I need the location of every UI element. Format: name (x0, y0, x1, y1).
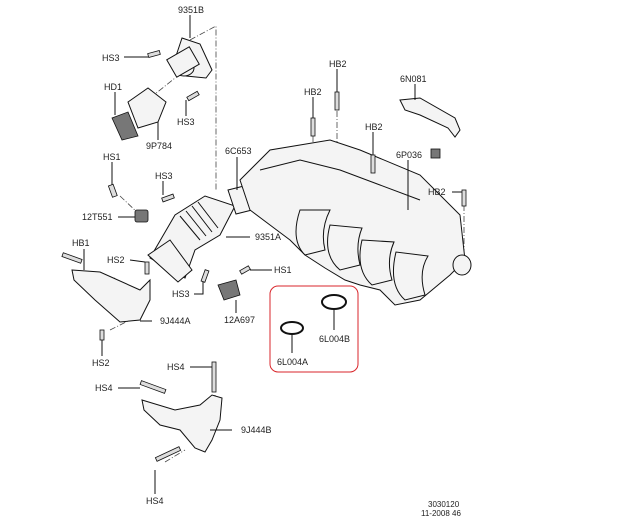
bolt-hs1-left[interactable] (107, 183, 118, 198)
part-intake-manifold[interactable] (239, 139, 472, 306)
label-6L004B: 6L004B (319, 334, 350, 344)
drawing-number: 3030120 (428, 500, 460, 509)
label-hs3-low: HS3 (172, 289, 190, 299)
part-9J444B-bracket[interactable] (139, 361, 223, 462)
bolt-hs3-low[interactable] (200, 269, 210, 283)
label-hd1: HD1 (104, 82, 122, 92)
label-9351A: 9351A (255, 232, 281, 242)
bolt-hs1-right[interactable] (239, 265, 251, 275)
label-12A697: 12A697 (224, 315, 255, 325)
part-6L004B-seal[interactable] (321, 294, 347, 330)
part-9351B-adapter[interactable] (166, 37, 213, 79)
bolt-hb2-b[interactable] (334, 91, 340, 111)
part-9351A-intake-hose[interactable] (147, 195, 236, 283)
label-hb2-d: HB2 (428, 187, 446, 197)
part-12T551-sensor[interactable] (134, 209, 149, 223)
part-6P036-clip[interactable] (430, 148, 441, 159)
label-hs2-top: HS2 (107, 255, 125, 265)
label-12T551: 12T551 (82, 212, 113, 222)
label-6L004A: 6L004A (277, 357, 308, 367)
bolt-hs2-bottom[interactable] (99, 329, 105, 341)
label-hb2-c: HB2 (365, 122, 383, 132)
label-hb2-b: HB2 (329, 59, 347, 69)
label-hs3-mid: HS3 (177, 117, 195, 127)
label-9P784: 9P784 (146, 141, 172, 151)
part-9P784-hose[interactable] (111, 87, 167, 141)
leader-lines (83, 15, 462, 494)
label-9J444A: 9J444A (160, 316, 191, 326)
bolt-hs3-mid[interactable] (186, 90, 200, 102)
date-code: 11-2008 46 (421, 509, 461, 518)
label-hs4-top: HS4 (167, 362, 185, 372)
label-hs4-left: HS4 (95, 383, 113, 393)
bolt-hs3-left[interactable] (161, 193, 175, 203)
label-6C653: 6C653 (225, 146, 252, 156)
part-12A697-sensor[interactable] (217, 279, 241, 301)
bolt-hs3-top[interactable] (147, 50, 161, 58)
label-9J444B: 9J444B (241, 425, 272, 435)
part-6N081-bracket[interactable] (399, 97, 461, 138)
footer-info: 3030120 11-2008 46 (421, 500, 461, 518)
part-6L004A-seal[interactable] (280, 321, 304, 353)
part-labels: 9351B HS3 HD1 9P784 HS3 HB2 HB2 HB2 HB2 … (72, 5, 446, 506)
bolt-hb2-d[interactable] (461, 189, 467, 207)
highlight-box (269, 285, 359, 373)
bolt-hs2-top[interactable] (144, 261, 150, 275)
bolt-hb2-c[interactable] (370, 154, 376, 174)
label-hb1: HB1 (72, 238, 90, 248)
label-6P036: 6P036 (396, 150, 422, 160)
label-hs1-left: HS1 (103, 152, 121, 162)
label-hs2-bottom: HS2 (92, 358, 110, 368)
label-hs4-bottom: HS4 (146, 496, 164, 506)
bolt-hb2-a[interactable] (310, 117, 316, 137)
label-9351B: 9351B (178, 5, 204, 15)
part-9J444A-bracket[interactable] (61, 252, 151, 323)
label-hs1-right: HS1 (274, 265, 292, 275)
label-6N081: 6N081 (400, 74, 427, 84)
label-hs3-left: HS3 (155, 171, 173, 181)
label-hs3-top: HS3 (102, 53, 120, 63)
label-hb2-a: HB2 (304, 87, 322, 97)
